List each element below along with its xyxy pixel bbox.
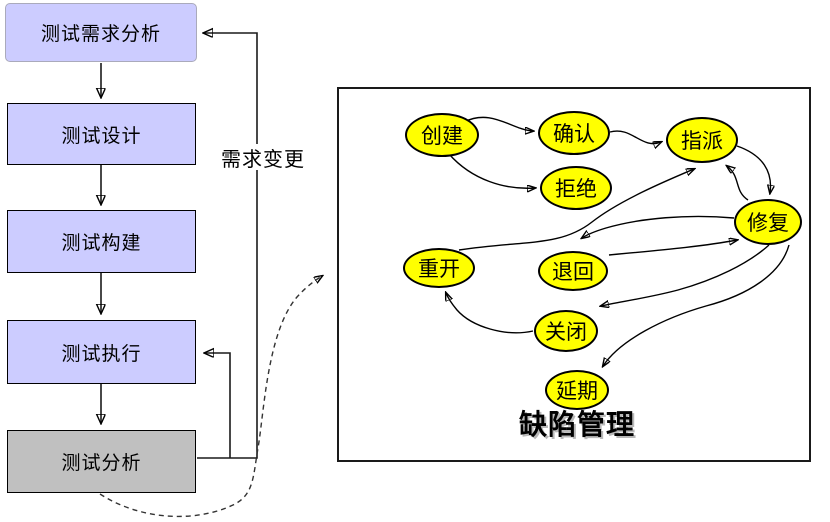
flow-box-label: 测试需求分析 (40, 24, 161, 45)
flow-box-label: 测试构建 (61, 233, 142, 254)
state-node-fix: 修复 (734, 199, 802, 245)
defect-management-title: 缺陷管理 (518, 409, 635, 440)
state-node-close: 关闭 (534, 310, 598, 352)
state-node-assign: 指派 (666, 117, 738, 163)
state-node-label: 确认 (553, 123, 595, 146)
state-node-label: 修复 (747, 212, 789, 235)
state-node-reject: 拒绝 (540, 166, 612, 210)
state-node-label: 重开 (418, 258, 460, 281)
state-node-label: 创建 (421, 125, 463, 148)
edge-analysis-to-execution-feedback (205, 353, 231, 458)
flow-box-label: 测试分析 (61, 453, 142, 474)
state-node-label: 退回 (552, 261, 594, 284)
edge-fix-close (601, 244, 770, 306)
flow-box-test-build: 测试构建 (7, 210, 196, 273)
edge-close-reopen (446, 293, 534, 334)
state-node-label: 关闭 (545, 321, 587, 344)
requirement-change-label: 需求变更 (214, 144, 312, 171)
flow-box-test-design: 测试设计 (7, 103, 196, 165)
edge-analysis-to-defect-management-dashed (99, 276, 322, 518)
state-node-label: 延期 (556, 380, 598, 403)
flow-box-test-execution: 测试执行 (7, 320, 196, 384)
state-node-confirm: 确认 (538, 111, 610, 155)
flow-box-label: 测试执行 (61, 343, 142, 365)
edge-reopen-assign (458, 169, 694, 251)
edge-create-reject (448, 153, 535, 188)
state-node-defer: 延期 (545, 370, 609, 410)
state-node-label: 指派 (681, 130, 723, 153)
state-node-reopen: 重开 (403, 248, 475, 288)
flow-box-test-requirement-analysis: 测试需求分析 (5, 3, 197, 62)
edge-analysis-to-requirement-feedback (197, 33, 258, 459)
edge-assign-fix (736, 145, 771, 193)
edge-confirm-assign (609, 130, 661, 144)
state-node-label: 拒绝 (555, 178, 597, 201)
state-node-return: 退回 (538, 251, 608, 291)
edge-fix-return (582, 215, 735, 238)
edge-create-confirm (463, 116, 533, 131)
edge-fix-assign (727, 166, 749, 201)
edge-fix-defer (603, 244, 790, 366)
flow-box-test-analysis: 测试分析 (7, 430, 196, 493)
edge-return-fix (608, 240, 737, 256)
flow-box-label: 测试设计 (61, 125, 142, 147)
state-node-create: 创建 (405, 113, 479, 157)
